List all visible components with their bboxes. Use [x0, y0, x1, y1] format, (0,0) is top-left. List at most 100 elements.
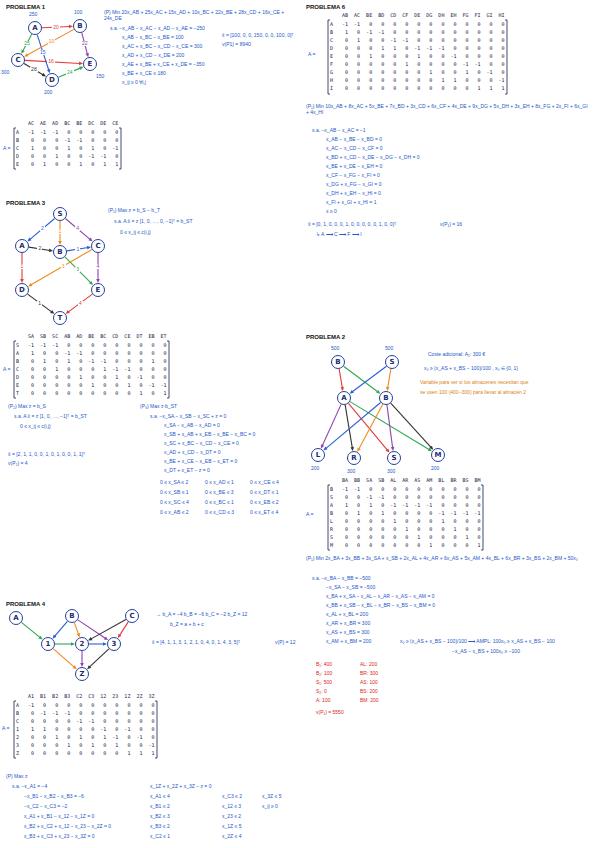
formula-text: 200 [431, 466, 439, 472]
formula-text: s.a. A x̄ = z [1, 0, …, 0, −1]ᵀ = b_ST [114, 219, 192, 225]
formula-text: 0 ≤ x_CD ≤ 3 [205, 510, 234, 516]
node-label: B [69, 612, 74, 620]
flow-arrow [88, 619, 126, 640]
formula-text: 0 ≤ x_AD ≤ 1 [205, 480, 234, 486]
matrix-row: SA SB SC AB AD BE BC CD CE DT EB ET [16, 334, 167, 340]
matrix-row: B 0 -1 -1 -1 0 0 0 0 0 0 0 [16, 711, 154, 717]
formula-text: x_B2 + x_C2 + x_12 − x_23 − x_2Z = 0 [24, 824, 111, 830]
flow-arrow [80, 651, 84, 667]
node-label: R [351, 454, 356, 462]
formula-text: x̄ = [100, 0, 0, 150, 0, 0, 100, 0]ᵀ [222, 33, 294, 39]
graph-node: D [45, 73, 59, 87]
edge-label: 24 [66, 70, 74, 75]
arrow-line [359, 404, 383, 449]
arrow-line [58, 68, 80, 77]
graph-node: A [9, 611, 23, 625]
node-label: Z [79, 670, 84, 678]
flow-arrow [350, 366, 387, 394]
matrix-row: T 0 0 0 0 0 0 0 0 0 1 0 1 [16, 391, 167, 397]
formula-text: 0 ≤ x_ij ≤ c(i,j) [20, 424, 51, 430]
formula-text: → b_A = −4 b_B = −6 b_C = −2 b_Z = 12 [156, 612, 247, 618]
flow-arrow [339, 369, 344, 391]
node-label: C [129, 612, 134, 620]
matrix-row: 2 0 0 1 0 1 0 1 -1 0 -1 0 [16, 735, 154, 741]
formula-text: x ≥ 0 [326, 209, 337, 215]
flow-arrow [65, 257, 93, 285]
formula-text: x_2Z ≤ 4 [222, 834, 241, 840]
formula-text: 300 [387, 469, 395, 475]
formula-text: x_DH + x_EH − x_HI = 0 [326, 191, 381, 197]
matrix-row: BA BB SA SB AL AR AS AM BL BR BS BM [330, 478, 481, 484]
formula-text: s.a. −x_AB − x_AC − x_AD − x_AE = −250 [110, 26, 205, 32]
flow-arrow [66, 294, 93, 314]
node-label: E [96, 286, 101, 294]
arrow-line [23, 34, 32, 51]
graph-node: T [53, 311, 67, 325]
node-label: D [19, 286, 25, 294]
edge-label: 1 [37, 301, 42, 306]
formula-text: x_BB + x_SB − x_BL − x_BR − x_BS − x_BM … [326, 603, 435, 609]
graph-node: E [91, 283, 105, 297]
formula-text: 100 [74, 10, 82, 16]
node-label: M [435, 451, 442, 459]
formula-text: AL: 200 [360, 662, 377, 668]
section-title: PROBLEMA 2 [306, 334, 345, 340]
matrix-row: 1 1 1 0 0 0 0 -1 0 -1 0 0 [16, 727, 154, 733]
matrix-row: D 0 0 1 0 0 -1 -1 0 [16, 154, 118, 160]
graph-node: C [11, 53, 25, 67]
formula-text: 300 [1, 70, 9, 76]
bracket [328, 485, 483, 550]
formula-text: B₁: 400 [316, 662, 332, 668]
node-label: A [19, 242, 24, 250]
flow-arrow [24, 64, 46, 77]
formula-text: 300 [347, 469, 355, 475]
flow-arrow [323, 402, 380, 450]
edge-label: 2 [37, 246, 42, 251]
formula-text: x_BE + x_CE ≤ 180 [122, 71, 166, 77]
arrow-line [21, 622, 40, 637]
bracket [14, 701, 157, 758]
formula-text: Coste adicional: A₂: 300 € [428, 352, 485, 358]
arrow-line [68, 294, 92, 312]
formula-text: A = [3, 146, 10, 152]
section-title: PROBLEMA 3 [6, 200, 45, 206]
edge-label: 25 [23, 41, 31, 46]
formula-text: x_BE + x_DE − x_EH = 0 [326, 164, 382, 170]
section-title: PROBLEMA 6 [306, 4, 345, 10]
matrix-row: AB AC BE BD CD CF DE DG DH EH FG FI GI H… [330, 13, 505, 19]
matrix-row: B 0 1 0 1 0 -1 -1 0 0 0 1 0 [16, 359, 167, 365]
graph-node: 1 [41, 637, 55, 651]
graph-node: M [431, 448, 445, 462]
flow-arrow [28, 294, 55, 314]
formula-text: x_23 ≤ 2 [222, 814, 241, 820]
matrix-row: A -1 -1 -1 0 0 0 0 0 [16, 130, 118, 136]
arrowhead [24, 53, 28, 57]
formula-text: s.a. −x_BA − x_BB = −500 [312, 576, 371, 582]
formula-text: 250 [29, 12, 37, 18]
graph-node: C [125, 609, 139, 623]
graph-node: A [15, 239, 29, 253]
formula-text: x_A1 ≤ 4 [150, 794, 170, 800]
edge-label: 3 [61, 264, 66, 269]
arrow-line [29, 247, 50, 250]
flow-arrow [348, 403, 389, 452]
formula-text: x_AD + x_CD − x_DE = 200 [122, 53, 184, 59]
arrow-line [82, 33, 88, 55]
matrix-row: AC AE AD BC BE DC DE CE [16, 121, 118, 127]
node-label: S [57, 210, 62, 218]
edge-label: 28 [30, 67, 38, 72]
formula-text: x_B1 ≤ 2 [150, 804, 170, 810]
matrix-row: M 0 0 0 0 0 0 0 1 0 0 0 1 [330, 543, 481, 549]
formula-text: x_DT + x_ET − z = 0 [164, 468, 210, 474]
bracket [328, 20, 507, 94]
flow-arrow [20, 253, 24, 283]
formula-text: x_AE + x_BE + x_CE + x_DE = −350 [122, 62, 204, 68]
arrow-line [352, 366, 386, 392]
flow-arrow [55, 642, 75, 646]
graph-node: B [331, 355, 345, 369]
formula-text: x_AB − x_BE − x_BD = 0 [326, 137, 382, 143]
arrowhead [27, 238, 31, 242]
formula-text: x_AD + x_CD − x_DT = 0 [164, 450, 220, 456]
node-label: T [58, 314, 63, 322]
matrix-row: S -1 -1 -1 0 0 0 0 0 0 0 0 0 [16, 343, 167, 349]
